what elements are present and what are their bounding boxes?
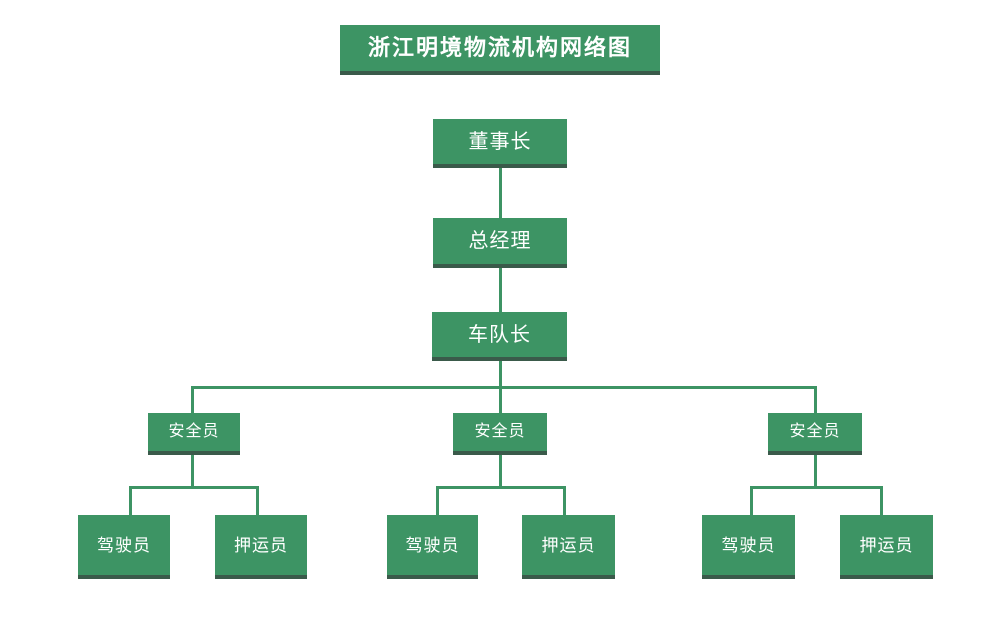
connector-drop-right xyxy=(814,386,817,413)
node-fleet-captain: 车队长 xyxy=(432,312,567,361)
node-driver-right: 驾驶员 xyxy=(702,515,795,579)
connector-right-drop-escort xyxy=(880,486,883,515)
node-driver-middle: 驾驶员 xyxy=(387,515,478,579)
node-escort-middle: 押运员 xyxy=(522,515,615,579)
connector-left-drop-escort xyxy=(256,486,259,515)
connector-middle-stem xyxy=(499,455,502,486)
connector-right-horizontal xyxy=(750,486,883,489)
connector-left-stem xyxy=(191,455,194,486)
connector-middle-drop-escort xyxy=(563,486,566,515)
connector-gm-fleet xyxy=(499,268,502,312)
node-chairman: 董事长 xyxy=(433,119,567,168)
connector-right-stem xyxy=(814,455,817,486)
node-general-manager: 总经理 xyxy=(433,218,567,268)
connector-drop-left xyxy=(191,386,194,413)
node-safety-officer-middle: 安全员 xyxy=(453,413,547,455)
node-driver-left: 驾驶员 xyxy=(78,515,170,579)
node-escort-right: 押运员 xyxy=(840,515,933,579)
connector-middle-horizontal xyxy=(436,486,566,489)
node-safety-officer-left: 安全员 xyxy=(148,413,240,455)
connector-left-drop-driver xyxy=(129,486,132,515)
node-safety-officer-right: 安全员 xyxy=(768,413,862,455)
connector-middle-drop-driver xyxy=(436,486,439,515)
connector-right-drop-driver xyxy=(750,486,753,515)
connector-main-horizontal xyxy=(191,386,817,389)
connector-chairman-gm xyxy=(499,168,502,218)
chart-title: 浙江明境物流机构网络图 xyxy=(340,25,660,75)
node-escort-left: 押运员 xyxy=(215,515,307,579)
connector-left-horizontal xyxy=(129,486,259,489)
